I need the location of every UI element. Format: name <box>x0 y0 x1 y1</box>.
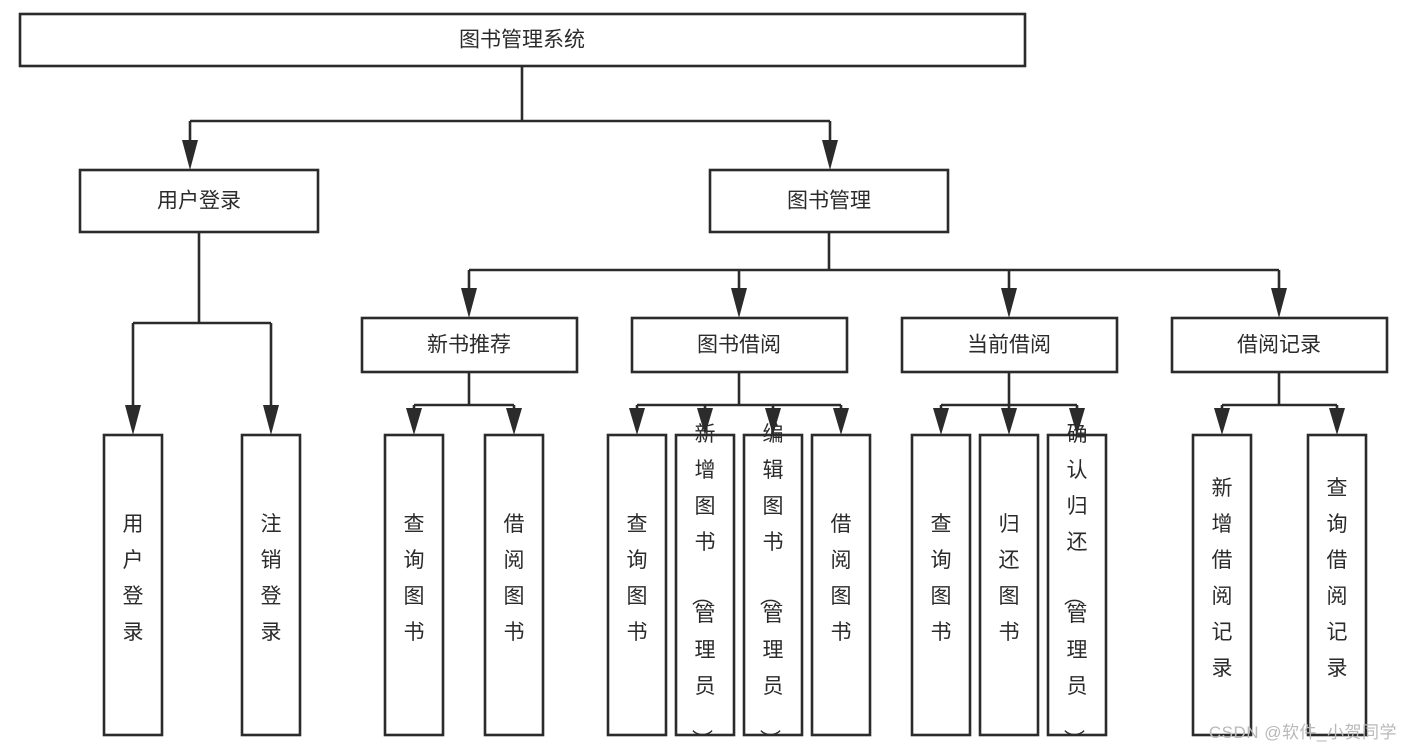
arrowhead-leaf-query-book-3 <box>933 408 949 435</box>
arrowhead-book-borrow <box>731 288 747 318</box>
arrowhead-book-management <box>822 140 838 170</box>
arrowhead-borrow-record <box>1271 288 1287 318</box>
node-user-login[interactable]: 用户登录 <box>78 168 320 234</box>
arrowhead-current-borrow <box>1001 288 1017 318</box>
node-leaf-query-book-2-label: 查询图书 <box>627 513 648 644</box>
node-leaf-user-login-box[interactable] <box>102 433 164 737</box>
node-leaf-confirm-return[interactable]: 确认归还（管理员） <box>1046 423 1108 747</box>
node-root-box[interactable] <box>18 12 1027 68</box>
arrowhead-leaf-add-book <box>697 408 713 435</box>
node-leaf-borrow-book-1[interactable]: 借阅图书 <box>483 433 545 737</box>
node-book-management[interactable]: 图书管理 <box>708 168 950 234</box>
node-leaf-query-book-2[interactable]: 查询图书 <box>606 433 668 737</box>
arrowhead-leaf-borrow-book-2 <box>833 408 849 435</box>
arrowhead-leaf-return-book <box>1001 408 1017 435</box>
arrowhead-leaf-query-book-2 <box>629 408 645 435</box>
arrowhead-leaf-confirm-return <box>1069 408 1085 435</box>
node-leaf-add-book-label: 新增图书（管理员） <box>690 423 716 747</box>
arrowhead-leaf-query-book-1 <box>406 408 422 435</box>
node-user-login-box[interactable] <box>78 168 320 234</box>
node-borrow-record-label: 借阅记录 <box>1237 334 1321 357</box>
node-leaf-borrow-book-1-label: 借阅图书 <box>504 513 525 644</box>
node-borrow-record[interactable]: 借阅记录 <box>1170 316 1389 374</box>
arrowhead-user-login <box>182 140 198 170</box>
node-leaf-return-book[interactable]: 归还图书 <box>978 433 1040 737</box>
arrowhead-leaf-query-record <box>1329 408 1345 435</box>
node-leaf-query-record[interactable]: 查询借阅记录 <box>1306 433 1368 737</box>
node-leaf-edit-book-box[interactable] <box>742 433 804 737</box>
node-leaf-query-record-label: 查询借阅记录 <box>1327 477 1348 680</box>
node-leaf-user-login[interactable]: 用户登录 <box>102 433 164 737</box>
node-book-borrow-label: 图书借阅 <box>697 334 781 357</box>
node-leaf-query-book-1-box[interactable] <box>383 433 445 737</box>
node-new-book-recommend-box[interactable] <box>360 316 579 374</box>
node-current-borrow[interactable]: 当前借阅 <box>900 316 1119 374</box>
node-borrow-record-box[interactable] <box>1170 316 1389 374</box>
arrowhead-new-book-recommend <box>461 288 477 318</box>
node-new-book-recommend[interactable]: 新书推荐 <box>360 316 579 374</box>
node-leaf-add-book[interactable]: 新增图书（管理员） <box>674 423 736 747</box>
node-current-borrow-box[interactable] <box>900 316 1119 374</box>
node-leaf-borrow-book-2[interactable]: 借阅图书 <box>810 433 872 737</box>
node-leaf-query-book-1[interactable]: 查询图书 <box>383 433 445 737</box>
node-leaf-return-book-box[interactable] <box>978 433 1040 737</box>
node-leaf-add-record[interactable]: 新增借阅记录 <box>1191 433 1253 737</box>
node-leaf-query-book-3-box[interactable] <box>910 433 972 737</box>
node-root-label: 图书管理系统 <box>459 29 585 52</box>
node-user-login-label: 用户登录 <box>157 190 241 213</box>
node-book-borrow[interactable]: 图书借阅 <box>630 316 849 374</box>
node-leaf-borrow-book-1-box[interactable] <box>483 433 545 737</box>
node-book-borrow-box[interactable] <box>630 316 849 374</box>
node-leaf-edit-book-label: 编辑图书（管理员） <box>758 423 784 747</box>
node-leaf-user-logout-box[interactable] <box>240 433 302 737</box>
node-leaf-confirm-return-box[interactable] <box>1046 433 1108 737</box>
arrowhead-leaf-user-login <box>125 405 141 435</box>
node-leaf-return-book-label: 归还图书 <box>999 513 1020 644</box>
node-leaf-user-login-label: 用户登录 <box>123 513 144 644</box>
node-leaf-query-book-2-box[interactable] <box>606 433 668 737</box>
node-root[interactable]: 图书管理系统 <box>18 12 1027 68</box>
node-leaf-borrow-book-2-label: 借阅图书 <box>831 513 852 644</box>
node-leaf-query-book-3[interactable]: 查询图书 <box>910 433 972 737</box>
node-leaf-confirm-return-label: 确认归还（管理员） <box>1062 423 1088 747</box>
arrowhead-leaf-add-record <box>1214 408 1230 435</box>
arrowhead-leaf-borrow-book-1 <box>506 408 522 435</box>
node-leaf-borrow-book-2-box[interactable] <box>810 433 872 737</box>
node-leaf-query-record-box[interactable] <box>1306 433 1368 737</box>
node-new-book-recommend-label: 新书推荐 <box>427 334 511 357</box>
node-book-management-label: 图书管理 <box>787 190 871 213</box>
node-book-management-box[interactable] <box>708 168 950 234</box>
arrowhead-leaf-edit-book <box>765 408 781 435</box>
node-leaf-add-record-box[interactable] <box>1191 433 1253 737</box>
node-leaf-add-record-label: 新增借阅记录 <box>1212 477 1233 680</box>
node-leaf-query-book-3-label: 查询图书 <box>931 513 952 644</box>
connector-layer <box>125 66 1345 435</box>
node-leaf-add-book-box[interactable] <box>674 433 736 737</box>
node-leaf-edit-book[interactable]: 编辑图书（管理员） <box>742 423 804 747</box>
node-leaf-user-logout-label: 注销登录 <box>261 513 282 644</box>
node-current-borrow-label: 当前借阅 <box>967 334 1051 357</box>
node-leaf-query-book-1-label: 查询图书 <box>404 513 425 644</box>
csdn-watermark: CSDN @软件_小贺同学 <box>1208 723 1397 742</box>
arrowhead-leaf-user-logout <box>263 405 279 435</box>
node-leaf-user-logout[interactable]: 注销登录 <box>240 433 302 737</box>
